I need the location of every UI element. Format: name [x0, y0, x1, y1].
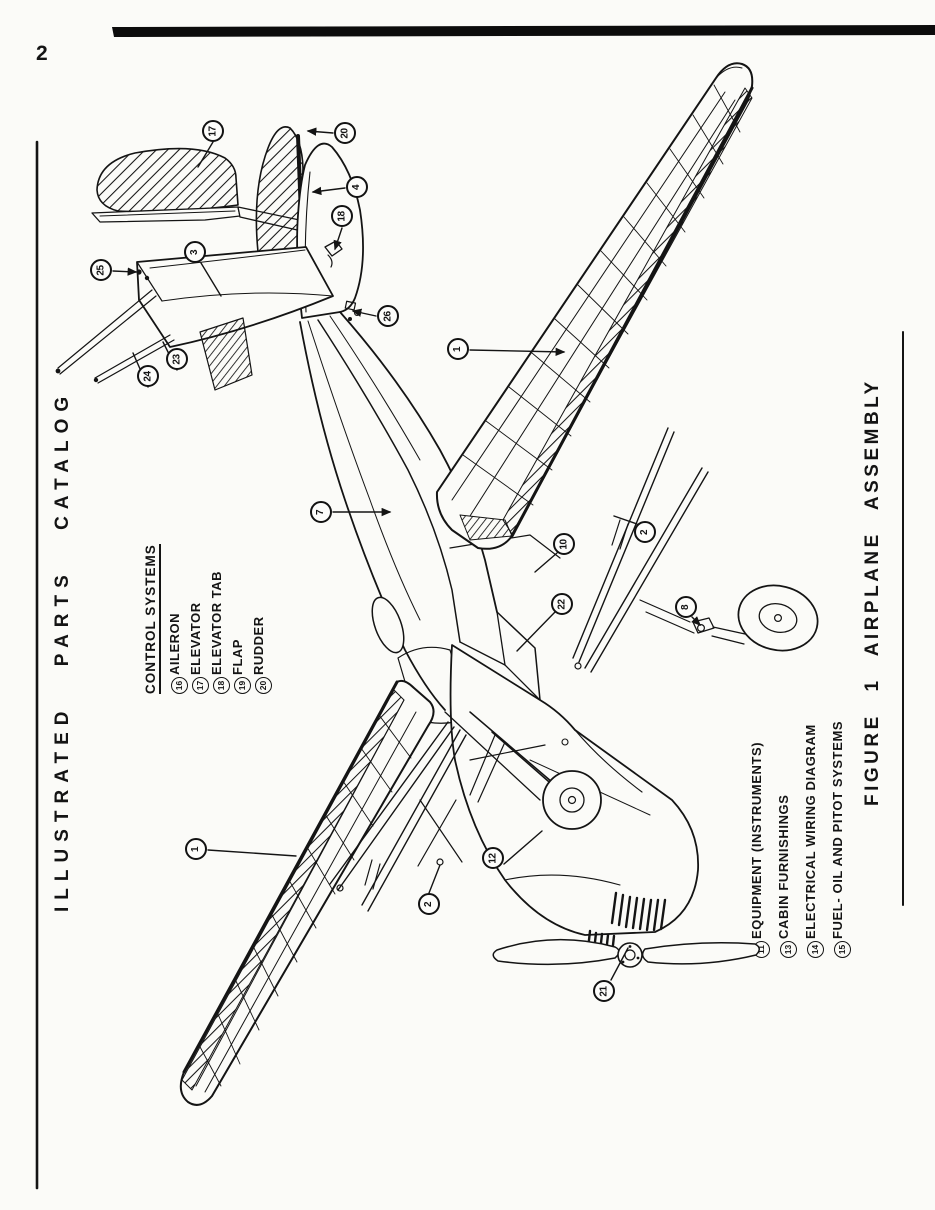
callout-18-elevator-tab: 18	[331, 205, 353, 227]
callout-2-left-strut: 2	[418, 893, 440, 915]
callout-2-lift-strut: 2	[634, 521, 656, 543]
landing-gear	[444, 711, 602, 830]
fuselage	[299, 311, 819, 968]
callout-24-brace-wire: 24	[137, 365, 159, 387]
elevator-surface	[96, 147, 239, 213]
callout-17-elevator: 17	[202, 120, 224, 142]
callout-3-stabilizer: 3	[184, 241, 206, 263]
callout-22-windshield: 22	[551, 593, 573, 615]
aileron-flap-band-left	[181, 689, 405, 1091]
windshield	[496, 611, 541, 701]
callout-26-tailpost: 26	[377, 305, 399, 327]
callout-8-wheel-fitting: 8	[675, 596, 697, 618]
callout-10-strut-fitting: 10	[553, 533, 575, 555]
callout-20-rudder: 20	[334, 122, 356, 144]
propeller	[492, 938, 760, 968]
callout-25-bolt: 25	[90, 259, 112, 281]
callout-12-landing-gear: 12	[482, 847, 504, 869]
callout-1-right-wing: 1	[447, 338, 469, 360]
callout-23-brace-wire: 23	[166, 348, 188, 370]
page-border	[35, 25, 935, 1190]
stabilizer-surface	[136, 246, 334, 348]
callout-7-fuselage: 7	[310, 501, 332, 523]
tail-group	[55, 126, 364, 391]
left-wing	[179, 679, 467, 1106]
callout-1-left-wing: 1	[185, 838, 207, 860]
page-number: 2	[36, 42, 48, 65]
callout-4-fin: 4	[346, 176, 368, 198]
callout-21-propeller: 21	[593, 980, 615, 1002]
spare-wheel	[639, 584, 819, 652]
cabin-window	[371, 596, 405, 654]
right-wing	[435, 62, 754, 673]
